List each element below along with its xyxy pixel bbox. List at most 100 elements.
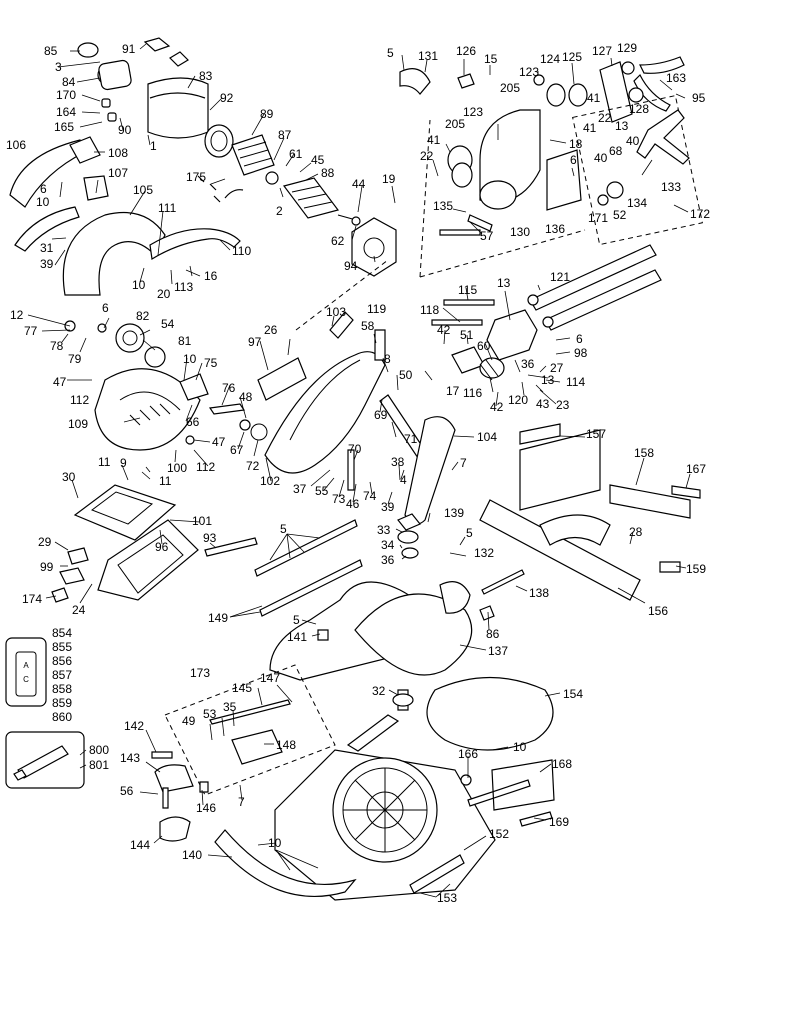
part-label: 11 [98, 455, 111, 469]
part-label: 6 [102, 301, 109, 315]
part-label: 120 [508, 393, 528, 407]
part-label: 60 [477, 339, 491, 353]
part-label: 88 [321, 166, 335, 180]
part-label: 29 [38, 535, 52, 549]
part-label: 6 [570, 153, 577, 167]
part-label: 109 [68, 417, 88, 431]
part-label: 136 [545, 222, 565, 236]
part-label: 42 [490, 400, 504, 414]
part-label: 107 [108, 166, 128, 180]
fence-plate-assembly [51, 484, 258, 603]
part-label: 2 [276, 204, 283, 218]
part-label: 4 [400, 473, 407, 487]
part-label: 79 [68, 352, 82, 366]
part-label: 123 [463, 105, 483, 119]
leader-lines [27, 43, 691, 898]
part-label: 61 [289, 147, 303, 161]
part-label: 74 [363, 489, 377, 503]
part-label: 132 [474, 546, 494, 560]
part-label: 53 [203, 707, 217, 721]
part-label: 46 [346, 497, 360, 511]
part-label: 55 [315, 484, 329, 498]
part-label: 82 [136, 309, 150, 323]
motor-assembly [77, 37, 397, 277]
part-label: 102 [260, 474, 280, 488]
part-label: 164 [56, 105, 76, 119]
part-label: 115 [458, 283, 477, 297]
part-label: 52 [613, 208, 627, 222]
part-label: 171 [588, 211, 608, 225]
cord-kit-box [5, 731, 85, 789]
part-label: 41 [427, 133, 441, 147]
part-label: 168 [552, 757, 572, 771]
part-label: 5 [293, 613, 300, 627]
part-label: 95 [692, 91, 706, 105]
part-label: 152 [489, 827, 509, 841]
part-label: 118 [420, 303, 439, 317]
part-label: 44 [352, 177, 366, 191]
part-number-labels: 85 91 3 84 83 170 92 164 165 90 1 89 87 … [6, 41, 710, 905]
part-label: 10 [132, 278, 146, 292]
part-label: 175 [186, 170, 206, 184]
part-label: 801 [89, 758, 109, 772]
part-label: 167 [686, 462, 706, 476]
part-label: 30 [62, 470, 76, 484]
part-label: 139 [444, 506, 464, 520]
part-label: 143 [120, 751, 140, 765]
part-label: 6 [576, 332, 583, 346]
part-label: 854 [52, 626, 72, 640]
part-label: 83 [199, 69, 213, 83]
part-label: 32 [372, 684, 386, 698]
part-label: 116 [463, 386, 482, 400]
part-label: 62 [331, 234, 345, 248]
part-label: 123 [519, 65, 539, 79]
part-label: 36 [521, 357, 535, 371]
part-label: 119 [367, 302, 386, 316]
part-label: 39 [381, 500, 395, 514]
part-label: 166 [458, 747, 478, 761]
brush-kit-box: A C [5, 637, 47, 707]
part-label: 11 [159, 474, 172, 488]
part-label: 205 [500, 81, 520, 95]
part-label: 133 [661, 180, 681, 194]
part-label: 43 [536, 397, 550, 411]
part-label: 73 [332, 492, 346, 506]
svg-text:A: A [23, 661, 29, 670]
part-label: 13 [615, 119, 629, 133]
part-label: 40 [594, 151, 608, 165]
part-label: 3 [55, 60, 62, 74]
part-label: 10 [183, 352, 197, 366]
part-label: 58 [361, 319, 375, 333]
part-label: 54 [161, 317, 175, 331]
rail-assembly [431, 244, 662, 381]
part-label: 205 [445, 117, 465, 131]
part-label: 146 [196, 801, 216, 815]
part-label: 71 [404, 432, 418, 446]
part-label: 76 [222, 381, 236, 395]
part-label: 10 [268, 836, 282, 850]
part-label: 138 [529, 586, 549, 600]
part-label: 131 [418, 49, 438, 63]
part-label: 94 [344, 259, 358, 273]
part-label: 72 [246, 459, 260, 473]
part-label: 91 [122, 42, 136, 56]
part-label: 19 [382, 172, 396, 186]
blade-guard-assembly [64, 320, 268, 451]
part-label: 92 [220, 91, 234, 105]
part-label: 23 [556, 398, 570, 412]
part-label: 100 [167, 461, 187, 475]
part-label: 49 [182, 714, 196, 728]
part-label: 101 [192, 514, 212, 528]
part-label: 165 [54, 120, 74, 134]
part-label: 172 [690, 207, 710, 221]
part-label: 103 [326, 305, 346, 319]
part-label: 90 [118, 123, 132, 137]
part-label: 35 [223, 700, 237, 714]
part-label: 148 [276, 738, 296, 752]
part-label: 70 [348, 442, 362, 456]
part-label: 147 [260, 671, 280, 685]
part-label: 50 [399, 368, 413, 382]
part-label: 169 [549, 815, 569, 829]
fence-assembly [479, 423, 701, 601]
